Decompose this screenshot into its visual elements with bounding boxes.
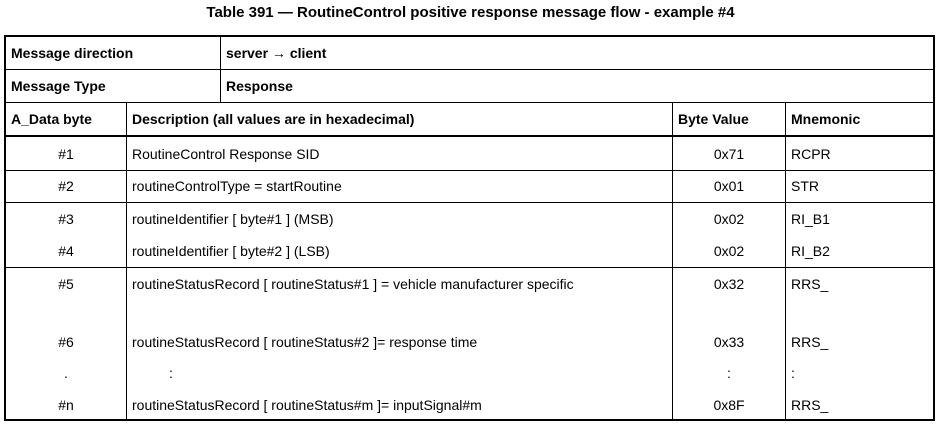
row-3-byte: #3 bbox=[58, 211, 74, 227]
row-6-byte: #6 bbox=[58, 334, 74, 350]
rule-row-1 bbox=[6, 170, 933, 171]
rule-header-2 bbox=[6, 102, 933, 103]
row-2-mnemonic: STR bbox=[791, 178, 819, 194]
row-1-byte: #1 bbox=[58, 146, 74, 162]
row-4-description: routineIdentifier [ byte#2 ] (LSB) bbox=[132, 243, 330, 259]
row-2-value: 0x01 bbox=[713, 178, 745, 194]
row-5-value: 0x32 bbox=[713, 276, 745, 292]
row-n-mnemonic: RRS_ bbox=[791, 397, 829, 413]
row-5-mnemonic: RRS_ bbox=[791, 276, 829, 292]
rule-vertical-description bbox=[672, 102, 673, 419]
rule-group-1 bbox=[6, 202, 933, 203]
rule-vertical-byte bbox=[126, 102, 127, 419]
row-6-value: 0x33 bbox=[713, 334, 745, 350]
direction-value: server → client bbox=[226, 45, 327, 61]
type-label: Message Type bbox=[11, 78, 106, 94]
row-3-mnemonic: RI_B1 bbox=[791, 211, 830, 227]
row-ellipsis-value: : bbox=[727, 365, 731, 381]
row-5-byte: #5 bbox=[58, 276, 74, 292]
row-4-mnemonic: RI_B2 bbox=[791, 243, 830, 259]
column-header-description: Description (all values are in hexadecim… bbox=[132, 111, 415, 127]
rule-vertical-header bbox=[220, 37, 221, 102]
row-6-mnemonic: RRS_ bbox=[791, 334, 829, 350]
column-header-value: Byte Value bbox=[678, 111, 749, 127]
row-ellipsis-mnemonic: : bbox=[791, 365, 795, 381]
table-caption: Table 391 — RoutineControl positive resp… bbox=[206, 4, 735, 21]
row-6-description: routineStatusRecord [ routineStatus#2 ]=… bbox=[132, 334, 478, 350]
row-n-description: routineStatusRecord [ routineStatus#m ]=… bbox=[132, 397, 482, 413]
row-3-description: routineIdentifier [ byte#1 ] (MSB) bbox=[132, 211, 334, 227]
row-ellipsis-description: : bbox=[169, 365, 173, 381]
row-1-mnemonic: RCPR bbox=[791, 146, 831, 162]
column-header-byte: A_Data byte bbox=[11, 111, 92, 127]
column-header-mnemonic: Mnemonic bbox=[791, 111, 861, 127]
row-4-byte: #4 bbox=[58, 243, 74, 259]
row-ellipsis-byte: . bbox=[64, 365, 68, 381]
row-n-byte: #n bbox=[58, 397, 74, 413]
type-value: Response bbox=[226, 78, 293, 94]
row-2-description: routineControlType = startRoutine bbox=[132, 178, 342, 194]
row-4-value: 0x02 bbox=[713, 243, 745, 259]
row-3-value: 0x02 bbox=[713, 211, 745, 227]
row-5-description: routineStatusRecord [ routineStatus#1 ] … bbox=[132, 276, 574, 292]
message-table: Message direction server → client Messag… bbox=[4, 35, 935, 421]
row-2-byte: #2 bbox=[58, 178, 74, 194]
row-1-value: 0x71 bbox=[713, 146, 745, 162]
rule-header-1 bbox=[6, 69, 933, 70]
rule-group-2 bbox=[6, 267, 933, 268]
rule-vertical-value bbox=[785, 102, 786, 419]
row-1-description: RoutineControl Response SID bbox=[132, 146, 320, 162]
row-n-value: 0x8F bbox=[713, 397, 745, 413]
direction-label: Message direction bbox=[11, 45, 134, 61]
rule-column-header bbox=[6, 135, 933, 137]
